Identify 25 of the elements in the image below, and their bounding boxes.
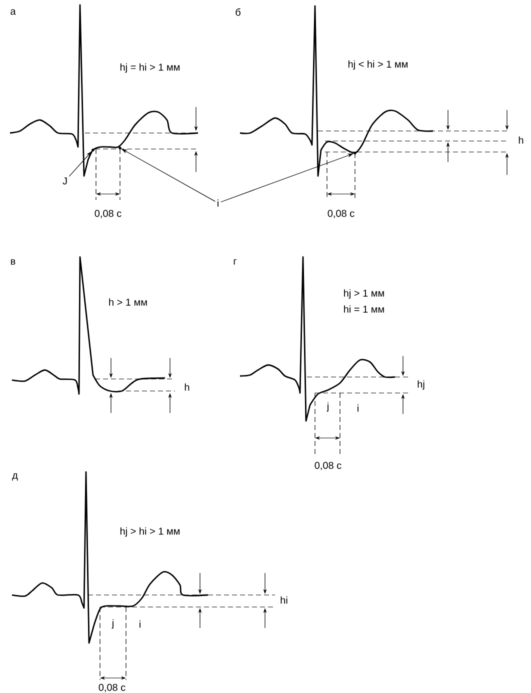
panel-letter: а — [10, 9, 16, 15]
segment-label: j — [326, 402, 328, 412]
curve-point — [92, 148, 94, 152]
amplitude-label: h — [518, 136, 524, 144]
panel-letter: б — [236, 8, 240, 16]
panel-letter: в — [11, 259, 16, 265]
criterion-text: hi = 1 мм — [344, 305, 384, 313]
criterion-text: hj < hi > 1 мм — [348, 60, 408, 70]
amplitude-label: h — [184, 383, 190, 391]
curve-point — [354, 152, 356, 154]
panel-letter: д — [12, 473, 18, 481]
criterion-text: hj = hi > 1 мм — [120, 63, 180, 73]
criterion-text: hj > hi > 1 мм — [120, 527, 180, 537]
segment-label: j — [112, 619, 114, 629]
criterion-text: hj > 1 мм — [344, 289, 384, 299]
interval-label: 0,08 с — [328, 210, 354, 218]
criterion-text: h > 1 мм — [109, 298, 147, 306]
panel-letter: г — [234, 259, 237, 265]
interval-label: 0,08 с — [94, 210, 122, 218]
amplitude-label: hi — [280, 596, 288, 604]
amplitude-label: hj — [418, 380, 424, 390]
curve-point — [118, 146, 122, 150]
interval-label: 0,08 с — [98, 684, 126, 692]
leader-label: J — [62, 178, 67, 184]
interval-label: 0,08 с — [314, 462, 342, 470]
